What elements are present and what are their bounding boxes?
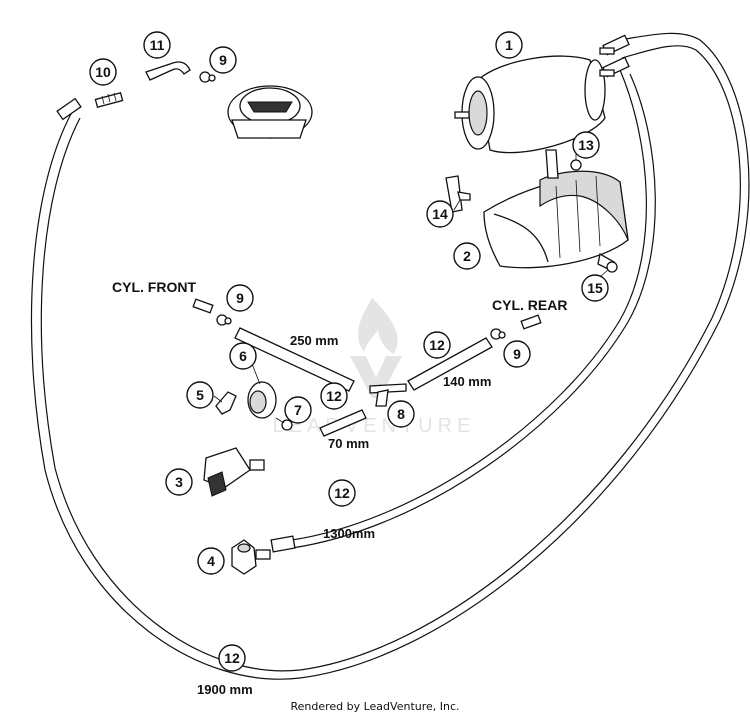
callout-12-140mm: 12 bbox=[423, 331, 451, 359]
hose-end-1900mm bbox=[56, 97, 82, 121]
callout-12-1300mm: 12 bbox=[328, 479, 356, 507]
fitting-4 bbox=[231, 539, 271, 575]
callout-12-1900mm-label: 12 bbox=[224, 650, 240, 666]
label-70mm: 70 mm bbox=[328, 436, 369, 451]
callout-9-front: 9 bbox=[226, 284, 254, 312]
cyl-front-fitting bbox=[192, 298, 214, 314]
fuel-filler-cap bbox=[227, 85, 313, 139]
callout-10-label: 10 bbox=[95, 64, 111, 80]
callout-3: 3 bbox=[165, 468, 193, 496]
hose-1900mm bbox=[30, 32, 750, 680]
callout-8-label: 8 bbox=[397, 406, 405, 422]
callout-12-250mm-label: 12 bbox=[326, 388, 342, 404]
callout-9-rear: 9 bbox=[503, 340, 531, 368]
hose-clamp-9-top bbox=[199, 71, 216, 83]
callout-3-label: 3 bbox=[175, 474, 183, 490]
callout-12-250mm: 12 bbox=[320, 382, 348, 410]
hose-clamp-9-rear bbox=[490, 328, 506, 340]
callout-7: 7 bbox=[284, 396, 312, 424]
hose-1300mm-edge bbox=[291, 73, 656, 549]
callout-12-1300mm-label: 12 bbox=[334, 485, 350, 501]
callout-4: 4 bbox=[197, 547, 225, 575]
hose-140mm bbox=[407, 337, 493, 391]
callout-5-label: 5 bbox=[196, 387, 204, 403]
callout-9-top: 9 bbox=[209, 46, 237, 74]
hose-1900mm-edge bbox=[40, 45, 741, 672]
cyl-rear-fitting bbox=[520, 314, 542, 330]
hose-clamp-9-front bbox=[216, 314, 232, 326]
callout-12-140mm-label: 12 bbox=[429, 337, 445, 353]
label-1900mm: 1900 mm bbox=[197, 682, 253, 697]
callout-6-label: 6 bbox=[239, 348, 247, 364]
pump-mounting-bracket bbox=[483, 170, 629, 269]
leader-5 bbox=[213, 395, 223, 403]
label-250mm: 250 mm bbox=[290, 333, 338, 348]
hose-end-1300mm bbox=[270, 535, 296, 553]
callout-1-label: 1 bbox=[505, 37, 513, 53]
rubber-damper-6 bbox=[247, 381, 277, 419]
label-cyl-rear: CYL. REAR bbox=[492, 297, 567, 313]
bolt-15 bbox=[597, 252, 618, 273]
nipple-fitting-10 bbox=[94, 91, 124, 109]
pressure-regulator-3 bbox=[203, 447, 265, 497]
callout-11-label: 11 bbox=[150, 37, 165, 53]
callout-1: 1 bbox=[495, 31, 523, 59]
fuel-pump-canister bbox=[454, 47, 615, 154]
elbow-hose-11 bbox=[145, 61, 191, 81]
callout-9-top-label: 9 bbox=[219, 52, 227, 68]
label-140mm: 140 mm bbox=[443, 374, 491, 389]
callout-5: 5 bbox=[186, 381, 214, 409]
callout-13: 13 bbox=[572, 131, 600, 159]
callout-12-1900mm: 12 bbox=[218, 644, 246, 672]
callout-14-label: 14 bbox=[432, 206, 448, 222]
callout-10: 10 bbox=[89, 58, 117, 86]
callout-8: 8 bbox=[387, 400, 415, 428]
callout-2-label: 2 bbox=[463, 248, 471, 264]
callout-2: 2 bbox=[453, 242, 481, 270]
hose-70mm bbox=[319, 409, 367, 437]
callout-15-label: 15 bbox=[587, 280, 603, 296]
bracket-clip-13 bbox=[545, 149, 582, 179]
holder-5 bbox=[215, 391, 237, 415]
callout-13-label: 13 bbox=[578, 137, 594, 153]
hose-1300mm bbox=[291, 69, 647, 541]
callout-4-label: 4 bbox=[207, 553, 215, 569]
leader-14 bbox=[453, 199, 461, 211]
screw-7 bbox=[275, 417, 293, 431]
callout-14: 14 bbox=[426, 200, 454, 228]
callout-11: 11 bbox=[143, 31, 171, 59]
callout-9-front-label: 9 bbox=[236, 290, 244, 306]
leader-6 bbox=[251, 363, 261, 385]
callout-15: 15 bbox=[581, 274, 609, 302]
callout-9-rear-label: 9 bbox=[513, 346, 521, 362]
footer-credit: Rendered by LeadVenture, Inc. bbox=[290, 700, 460, 713]
callout-6: 6 bbox=[229, 342, 257, 370]
hose-250mm bbox=[234, 327, 355, 392]
label-1300mm: 1300mm bbox=[323, 526, 375, 541]
callout-7-label: 7 bbox=[294, 402, 302, 418]
label-cyl-front: CYL. FRONT bbox=[112, 279, 196, 295]
t-connector-8 bbox=[369, 383, 407, 407]
